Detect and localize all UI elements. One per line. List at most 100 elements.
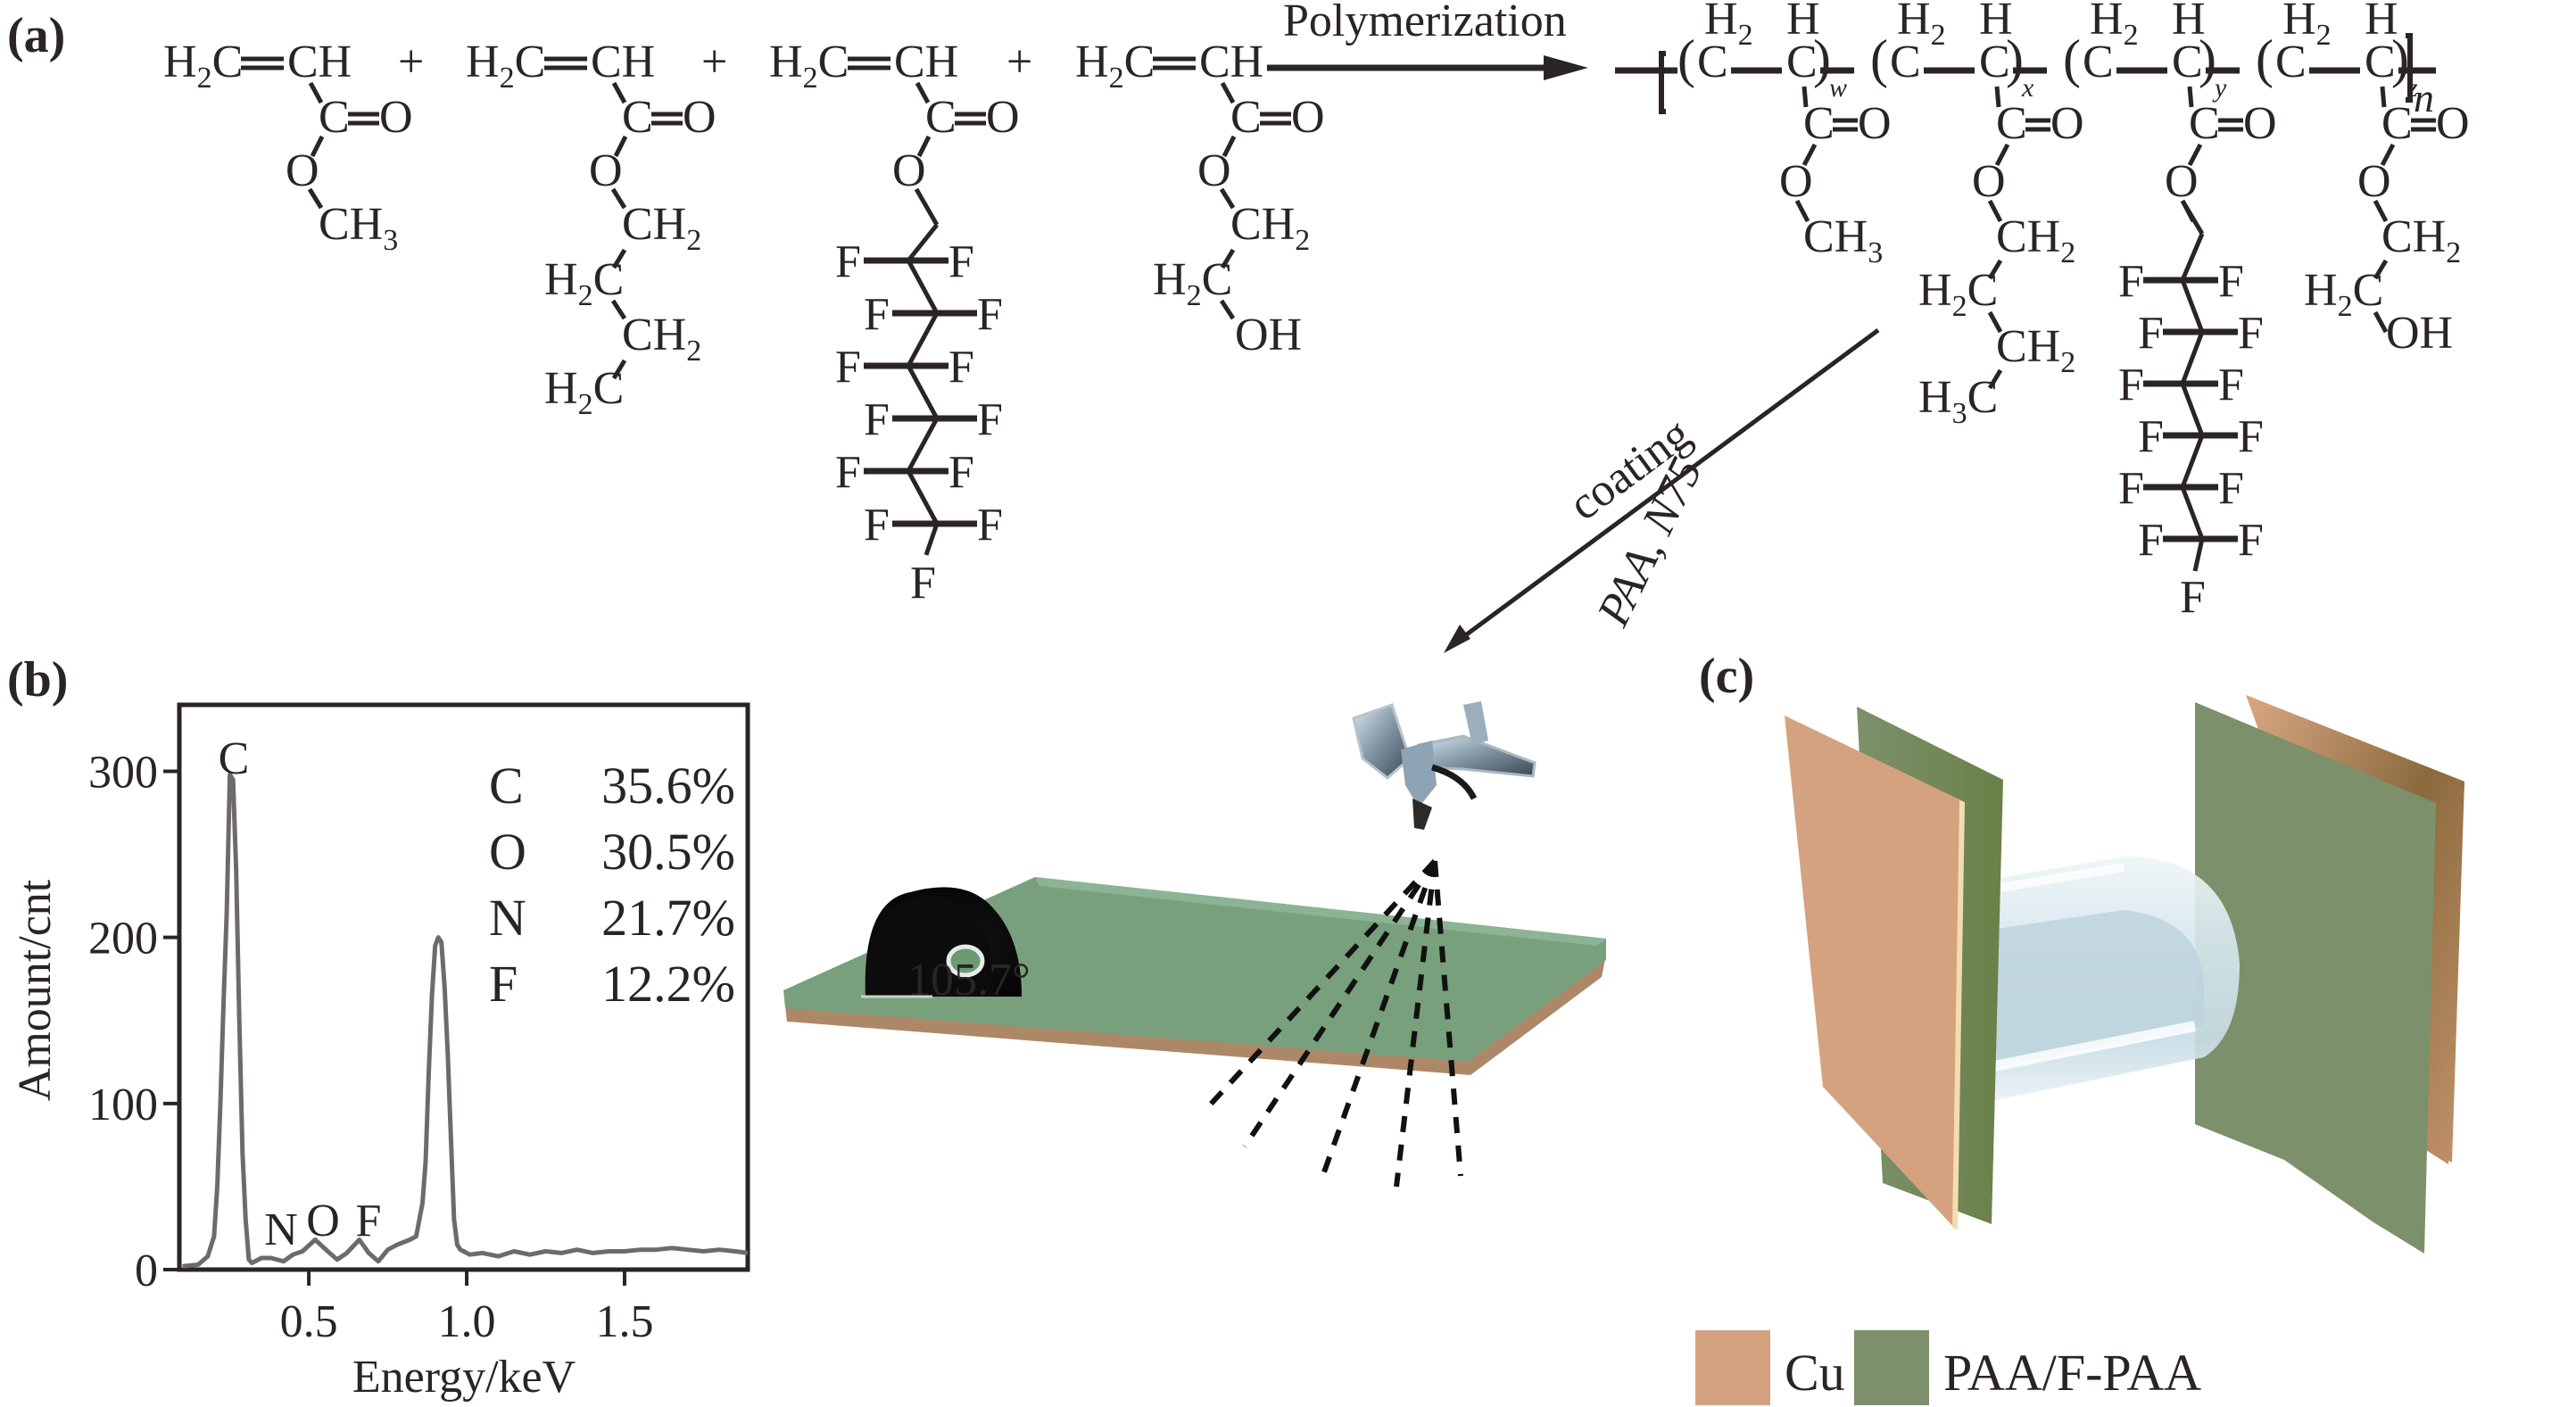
bond [906, 417, 940, 473]
bond [611, 81, 627, 104]
y-axis-label: Amount/cnt [10, 879, 61, 1101]
bond [907, 223, 939, 262]
legend-swatch-cu [1695, 1330, 1770, 1405]
bond [924, 523, 940, 556]
peak-label-c: C [219, 733, 250, 784]
substrate-edge-highlight [1035, 877, 1606, 946]
chain-h2c: H2C [1918, 265, 1998, 323]
vinyl-ch: CH [1199, 37, 1263, 87]
bond [1219, 299, 1236, 320]
backbone-c: C [1890, 37, 1921, 87]
bond [1994, 143, 2010, 167]
spray-pattern [1202, 858, 1463, 1188]
hydroxyl: OH [2386, 308, 2453, 359]
carbonyl-c: C [1230, 92, 1262, 143]
droplet-reflection [946, 944, 985, 978]
carbonyl-o: O [2050, 98, 2084, 149]
fluorine-atom: F [2218, 360, 2244, 410]
carbonyl-c: C [2381, 98, 2413, 149]
fluorine-atom: F [948, 342, 974, 393]
chain-ch2: CH2 [1230, 199, 1310, 257]
reaction-arrow-head [1544, 55, 1588, 80]
bond [610, 187, 627, 210]
device-3d-model [1785, 695, 2464, 1254]
bond [1802, 143, 1818, 167]
panel-label-c: (c) [1699, 649, 1754, 704]
carbonyl-o: O [2436, 98, 2470, 149]
fluorine-atom: F [977, 394, 1003, 445]
polymerization-arrow: Polymerization [1267, 0, 1588, 80]
polymerization-label: Polymerization [1283, 0, 1567, 46]
y-tick-label: 0 [135, 1246, 158, 1296]
legend: Cu PAA/F-PAA [1695, 1330, 2201, 1405]
chain-ch2: CH2 [2381, 211, 2461, 269]
backbone-c: C [1786, 37, 1818, 87]
fluorine-atom: F [2138, 308, 2164, 359]
chain-h2c-2: H2C [544, 254, 624, 312]
bond [906, 469, 940, 526]
x-axis-label: Energy/keV [352, 1352, 576, 1403]
composition-value: 12.2% [601, 955, 735, 1013]
bond [2180, 435, 2205, 488]
bond [1219, 187, 1236, 210]
ester-o: O [2357, 156, 2391, 207]
bond [610, 299, 627, 320]
carbonyl-o: O [986, 92, 1020, 143]
carbonyl-c: C [1996, 98, 2027, 149]
fluorine-atom: F [977, 289, 1003, 340]
plus-sign: + [398, 37, 424, 87]
x-tick-label: 1.5 [595, 1296, 653, 1347]
carbonyl-c: C [925, 92, 957, 143]
coating-arrow-head [1444, 625, 1470, 653]
fluorine-atom: F [864, 394, 890, 445]
fluorine-atom: F [835, 447, 861, 498]
peak-label-f: F [356, 1196, 382, 1246]
vinyl-h2c: H2C [466, 37, 545, 95]
panel-label-a: (a) [7, 8, 65, 63]
contact-angle-label: 105.7° [907, 955, 1031, 1006]
bond [2187, 86, 2194, 108]
ester-o: O [1197, 145, 1231, 196]
carbonyl-c: C [1803, 98, 1835, 149]
bond [906, 259, 940, 315]
bond [307, 187, 324, 210]
repeat-subscript: y [2212, 73, 2227, 103]
bond [308, 81, 324, 104]
bond [2180, 199, 2205, 236]
fluorine-atom: F [2138, 515, 2164, 566]
backbone-c: C [1979, 37, 2010, 87]
backbone-h: H [2172, 0, 2206, 45]
coating-arrow: coating PAA, N75 [1444, 327, 1880, 653]
fluorine-atom: F [910, 558, 936, 608]
spray-gun-icon [1352, 701, 1536, 830]
polymer-bracket-left [1659, 51, 1666, 114]
bond [2373, 259, 2389, 280]
backbone-h: H [2365, 0, 2398, 45]
repeat-paren-open: ( [1677, 29, 1695, 88]
ester-o: O [286, 145, 319, 196]
repeat-subscript: x [2021, 73, 2034, 103]
bond [1994, 86, 2001, 108]
composition-value: 35.6% [601, 757, 735, 815]
chain-ch2: CH2 [1996, 211, 2075, 269]
bond [2192, 538, 2205, 572]
vinyl-h2c: H2C [1075, 37, 1155, 95]
y-tick-label: 100 [88, 1080, 158, 1130]
bond [1222, 135, 1237, 158]
bond [2180, 279, 2205, 333]
fluorine-atom: F [2238, 515, 2264, 566]
bond [906, 311, 940, 368]
hydroxyl: OH [1235, 310, 1302, 360]
legend-label-cu: Cu [1785, 1344, 1845, 1402]
fluorine-atom: F [948, 447, 974, 498]
fluorine-atom: F [2138, 411, 2164, 462]
legend-label-paa: PAA/F-PAA [1943, 1344, 2201, 1402]
bond [2380, 86, 2387, 108]
carbonyl-c: C [622, 92, 653, 143]
